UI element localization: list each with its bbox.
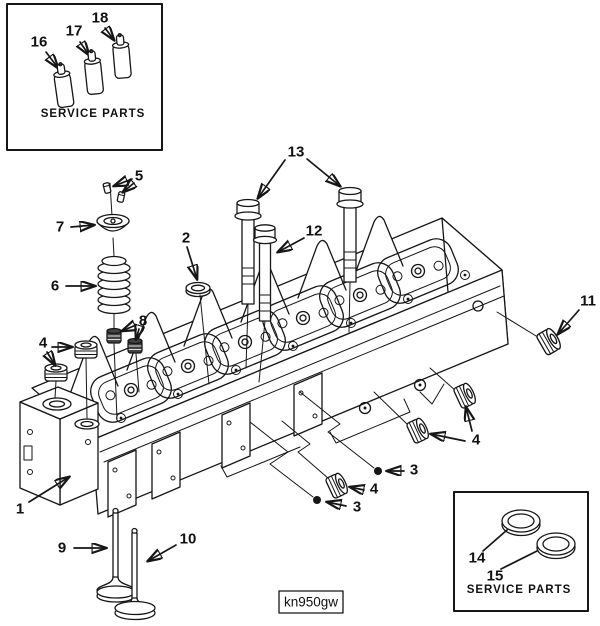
callout-12: 12 — [305, 222, 323, 240]
callout-5: 5 — [134, 167, 144, 185]
check-balls-3-drawing — [249, 391, 382, 504]
service-parts-box-top — [6, 3, 163, 151]
head-bolt-13b-drawing — [336, 186, 364, 333]
callout-14: 14 — [468, 549, 486, 567]
callout-4-right: 4 — [471, 431, 481, 449]
service-parts-title-bottom: SERVICE PARTS — [466, 584, 572, 596]
callout-13: 13 — [287, 143, 305, 161]
cup-plugs-drawing — [44, 340, 479, 500]
figure-code: kn950gw — [283, 594, 339, 610]
callout-2: 2 — [181, 229, 191, 247]
spring-retainer-drawing — [96, 213, 130, 232]
callout-17: 17 — [65, 22, 83, 40]
valve-10-drawing — [114, 527, 156, 621]
callout-8: 8 — [138, 312, 148, 330]
callout-11: 11 — [580, 292, 596, 310]
callout-7: 7 — [55, 218, 65, 236]
callout-3-upper: 3 — [409, 461, 419, 479]
service-parts-box-bottom — [453, 491, 589, 612]
callout-arrows — [28, 28, 580, 561]
head-bolt-12-drawing — [252, 224, 278, 383]
callout-4-middle: 4 — [369, 480, 379, 498]
callout-1: 1 — [15, 500, 25, 518]
callout-18: 18 — [91, 9, 109, 27]
valve-stem-seals-drawing — [106, 327, 143, 393]
callout-10: 10 — [179, 530, 197, 548]
callout-6: 6 — [50, 277, 60, 295]
service-parts-title-top: SERVICE PARTS — [40, 108, 146, 120]
valve-train-stack — [96, 182, 143, 420]
cup-plug-11-drawing — [496, 311, 564, 357]
head-bolt-13a-drawing — [234, 198, 262, 369]
valve-spring-drawing — [97, 255, 131, 315]
callout-9: 9 — [57, 539, 67, 557]
callout-15: 15 — [486, 567, 504, 585]
callout-4-left: 4 — [38, 334, 48, 352]
callout-16: 16 — [30, 33, 48, 51]
front-cover-plates — [107, 372, 323, 518]
valve-9-drawing — [96, 507, 136, 603]
callout-3-lower: 3 — [352, 498, 362, 516]
figure-code-box — [278, 590, 344, 614]
seal-washer-2-drawing — [185, 281, 211, 385]
